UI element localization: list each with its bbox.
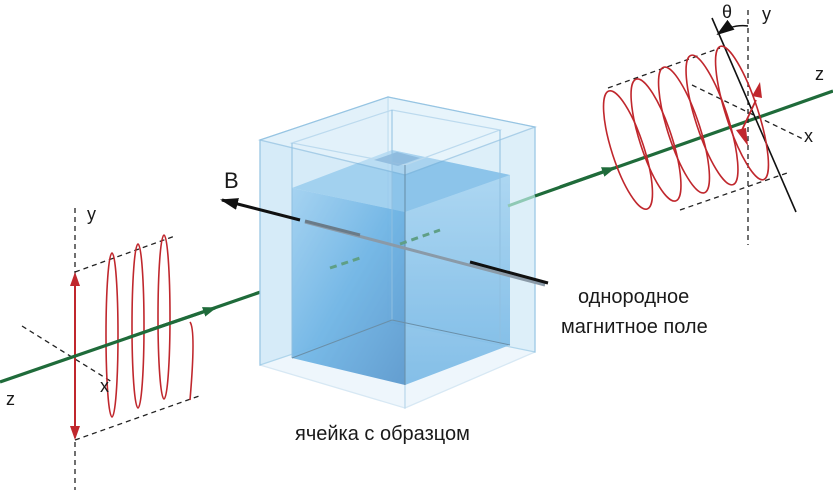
transmitted-beam-arrow [559, 166, 616, 189]
right-wave-loop [657, 66, 711, 194]
left-wave-loop [105, 252, 119, 418]
left-z-label: z [6, 389, 15, 409]
right-upper-envelope [607, 47, 721, 89]
left-wave-tail [189, 321, 194, 401]
right-z-label: z [815, 64, 824, 84]
incident-beam-arrow [149, 306, 217, 332]
sample-cell [257, 96, 538, 409]
left-lower-envelope [74, 394, 203, 441]
field-line-outside [469, 260, 549, 285]
right-y-label: y [762, 4, 771, 24]
output-wave-group [602, 10, 806, 245]
right-pol-arrow-up [752, 82, 762, 98]
right-wave-loop [714, 45, 770, 181]
field-caption-line1: однородное [578, 286, 689, 308]
field-line-inner-left [304, 219, 361, 237]
rotated-polarization-axis [711, 17, 797, 213]
right-wave-loop [630, 78, 682, 202]
input-wave-group [21, 208, 203, 490]
theta-arc [716, 19, 749, 36]
left-y-label: y [87, 204, 96, 224]
right-pol-arrow [741, 99, 757, 131]
left-wave-loop [131, 243, 145, 409]
left-pol-arrow-down [70, 426, 80, 440]
right-wave-loop [602, 90, 654, 210]
left-x-label: x [100, 376, 109, 396]
left-pol-arrow-up [70, 272, 80, 286]
liquid-front [292, 188, 405, 385]
left-wave-loop [157, 234, 171, 400]
theta-label: θ [722, 2, 732, 22]
liquid-side [405, 175, 510, 385]
beam-exit-faded [507, 194, 536, 208]
right-x-label: x [804, 126, 813, 146]
right-x-axis [691, 84, 806, 141]
field-arrow [220, 198, 301, 222]
beam-inside-cell [329, 256, 361, 270]
field-label: B [224, 168, 239, 193]
cell-caption: ячейка с образцом [295, 423, 470, 445]
right-wave-loop [685, 54, 739, 186]
right-lower-envelope [679, 171, 791, 211]
left-x-axis [21, 325, 113, 383]
right-pol-arrow-down [736, 128, 748, 146]
field-caption-line2: магнитное поле [561, 316, 708, 338]
